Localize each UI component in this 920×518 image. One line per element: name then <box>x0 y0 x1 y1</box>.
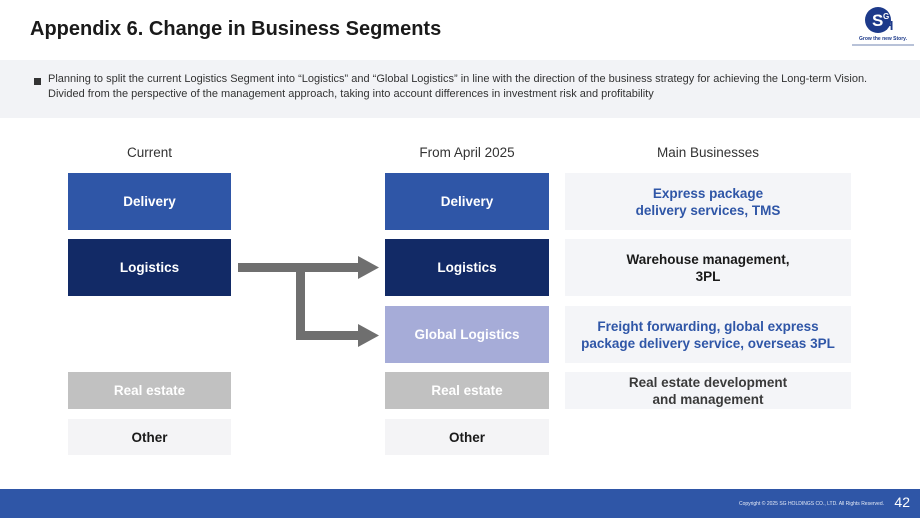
current-segment-logistics: Logistics <box>68 239 231 296</box>
new-segment-real-estate: Real estate <box>385 372 549 409</box>
arrow-to-logistics-shaft <box>302 263 360 272</box>
page-number: 42 <box>894 494 910 510</box>
new-segment-logistics: Logistics <box>385 239 549 296</box>
arrow-to-global-shaft <box>302 331 360 340</box>
logo-subline <box>852 44 914 46</box>
logo-tagline: Grow the new Story. <box>859 36 907 42</box>
new-segment-delivery: Delivery <box>385 173 549 230</box>
intro-band <box>0 60 920 118</box>
current-segment-delivery: Delivery <box>68 173 231 230</box>
column-heading-main-businesses: Main Businesses <box>656 145 760 160</box>
business-real-estate: Real estate development and management <box>565 372 851 409</box>
footer-bar: Copyright © 2025 SG HOLDINGS CO., LTD. A… <box>0 489 920 518</box>
current-segment-real-estate: Real estate <box>68 372 231 409</box>
business-logistics: Warehouse management, 3PL <box>565 239 851 296</box>
business-global-logistics: Freight forwarding, global express packa… <box>565 306 851 363</box>
arrow-to-global-head <box>358 324 379 347</box>
bullet-square-icon <box>34 78 41 85</box>
new-segment-other: Other <box>385 419 549 455</box>
page-title: Appendix 6. Change in Business Segments <box>30 18 442 40</box>
svg-text:G: G <box>883 12 889 21</box>
copyright-text: Copyright © 2025 SG HOLDINGS CO., LTD. A… <box>738 501 884 507</box>
column-heading-current: Current <box>126 145 172 160</box>
svg-text:S: S <box>872 11 883 30</box>
current-segment-other: Other <box>68 419 231 455</box>
arrow-to-logistics-head <box>358 256 379 279</box>
business-delivery: Express package delivery services, TMS <box>565 173 851 230</box>
column-heading-from-april: From April 2025 <box>419 145 515 160</box>
company-logo: S H G Grow the new Story. <box>852 4 914 50</box>
svg-text:H: H <box>884 18 893 33</box>
new-segment-global-logistics: Global Logistics <box>385 306 549 363</box>
sgh-logo-icon: S H G <box>865 7 893 33</box>
intro-text: Planning to split the current Logistics … <box>48 73 868 100</box>
